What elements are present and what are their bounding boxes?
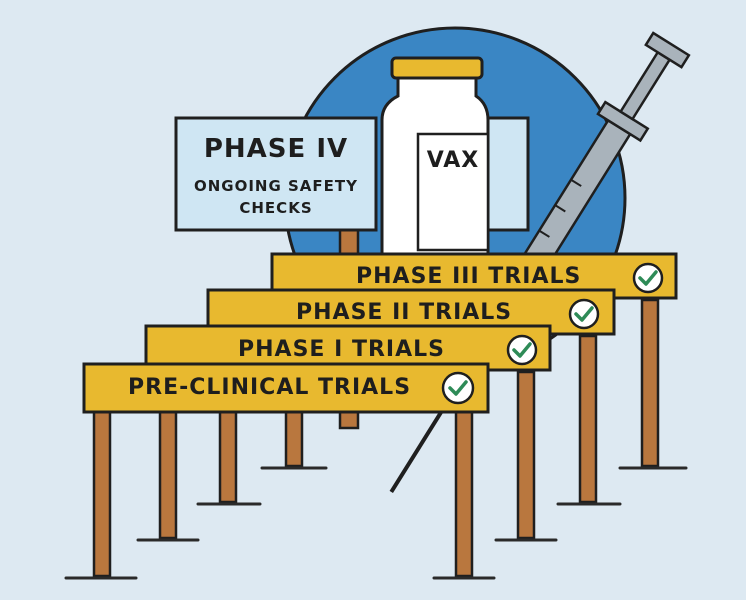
hurdle-post (92, 408, 112, 578)
check-icon (506, 334, 538, 366)
check-icon (441, 371, 475, 405)
hurdle-phase-iii-label: PHASE III TRIALS (356, 264, 582, 289)
hurdle-post (516, 370, 536, 540)
hurdle-phase-iii-label-wrap: PHASE III TRIALS (274, 256, 624, 290)
phase-iv-sign-board (174, 116, 378, 232)
hurdle-pre-clinical-bar (82, 362, 490, 414)
check-icon (568, 298, 600, 330)
ground-lines (64, 466, 688, 580)
vial-label: VAX (426, 148, 480, 173)
hurdle-phase-ii-label-wrap: PHASE II TRIALS (210, 292, 560, 326)
hurdle-post (454, 408, 474, 578)
hurdle-phase-ii-label: PHASE II TRIALS (296, 300, 513, 325)
check-icon (632, 262, 664, 294)
hurdle-post (578, 334, 598, 504)
vaccine-vial-icon (380, 56, 490, 257)
hurdle-phase-i-label: PHASE I TRIALS (238, 337, 445, 362)
hurdle-pre-clinical-label: PRE-CLINICAL TRIALS (128, 375, 412, 400)
hurdle-post (640, 298, 660, 468)
hurdle-phase-i-label-wrap: PHASE I TRIALS (148, 328, 498, 364)
phase-iv-title: PHASE IV (203, 134, 349, 164)
phase-iv-subtitle: ONGOING SAFETY CHECKS (193, 177, 359, 217)
